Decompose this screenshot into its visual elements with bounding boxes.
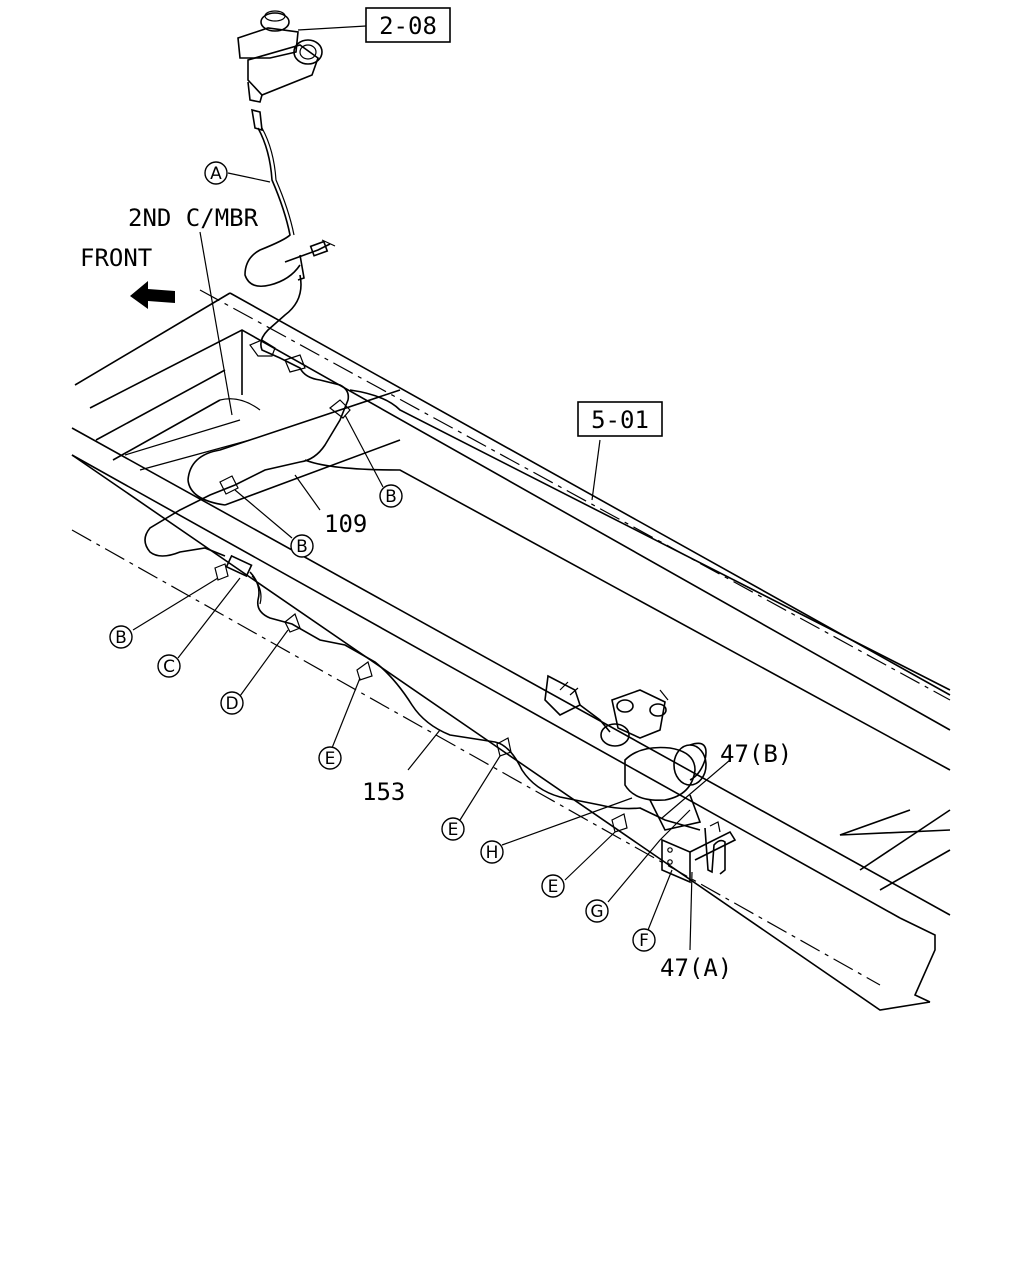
clutch-booster (544, 674, 707, 831)
svg-text:B: B (296, 537, 308, 557)
label-2nd-crossmember: 2ND C/MBR (128, 204, 259, 232)
pipe-153 (249, 571, 701, 831)
clamp-e-1 (356, 661, 373, 681)
callout-e-1: E (318, 746, 342, 770)
svg-text:B: B (385, 487, 397, 507)
callout-a: A (204, 161, 228, 185)
callout-b-top: B (379, 484, 403, 508)
frame-rail (71, 289, 951, 1011)
svg-text:5-01: 5-01 (591, 406, 649, 434)
clamp-b-mid (219, 475, 239, 495)
label-pipe-153: 153 (362, 778, 405, 806)
svg-text:H: H (486, 843, 499, 863)
svg-text:D: D (225, 694, 238, 714)
clamp-e-3 (611, 813, 628, 833)
callout-c: C (157, 654, 181, 678)
svg-text:G: G (590, 902, 603, 922)
svg-text:E: E (448, 820, 459, 840)
label-pipe-109: 109 (324, 510, 367, 538)
callout-b-left: B (109, 625, 133, 649)
clamp-b-low (214, 563, 229, 581)
svg-text:A: A (210, 164, 222, 184)
ref-box-5-01: 5-01 (577, 401, 663, 437)
callout-d: D (220, 691, 244, 715)
union-c (225, 554, 253, 578)
front-arrow-icon (130, 281, 175, 309)
label-front: FRONT (80, 244, 152, 272)
clamp-e-2 (496, 737, 512, 757)
bracket-47a (661, 821, 737, 884)
callout-f: F (632, 928, 656, 952)
clamp-b-top (329, 399, 351, 419)
callout-e-2: E (441, 817, 465, 841)
callout-e-3: E (541, 874, 565, 898)
clamp-d (284, 613, 301, 633)
callout-b-mid: B (290, 534, 314, 558)
svg-text:E: E (325, 749, 336, 769)
clutch-master-cylinder (237, 10, 323, 132)
svg-text:B: B (115, 628, 127, 648)
svg-text:C: C (163, 657, 175, 677)
svg-text:F: F (639, 931, 649, 951)
label-part-47a: 47(A) (660, 954, 732, 982)
svg-text:E: E (548, 877, 559, 897)
pipe-109 (144, 274, 350, 557)
label-part-47b: 47(B) (720, 740, 792, 768)
second-crossmember (124, 389, 951, 771)
svg-text:2-08: 2-08 (379, 12, 437, 40)
ref-box-2-08: 2-08 (365, 7, 451, 43)
hose-a (244, 127, 301, 288)
callout-h: H (480, 840, 504, 864)
callout-g: G (585, 899, 609, 923)
leader-lines (132, 25, 731, 951)
